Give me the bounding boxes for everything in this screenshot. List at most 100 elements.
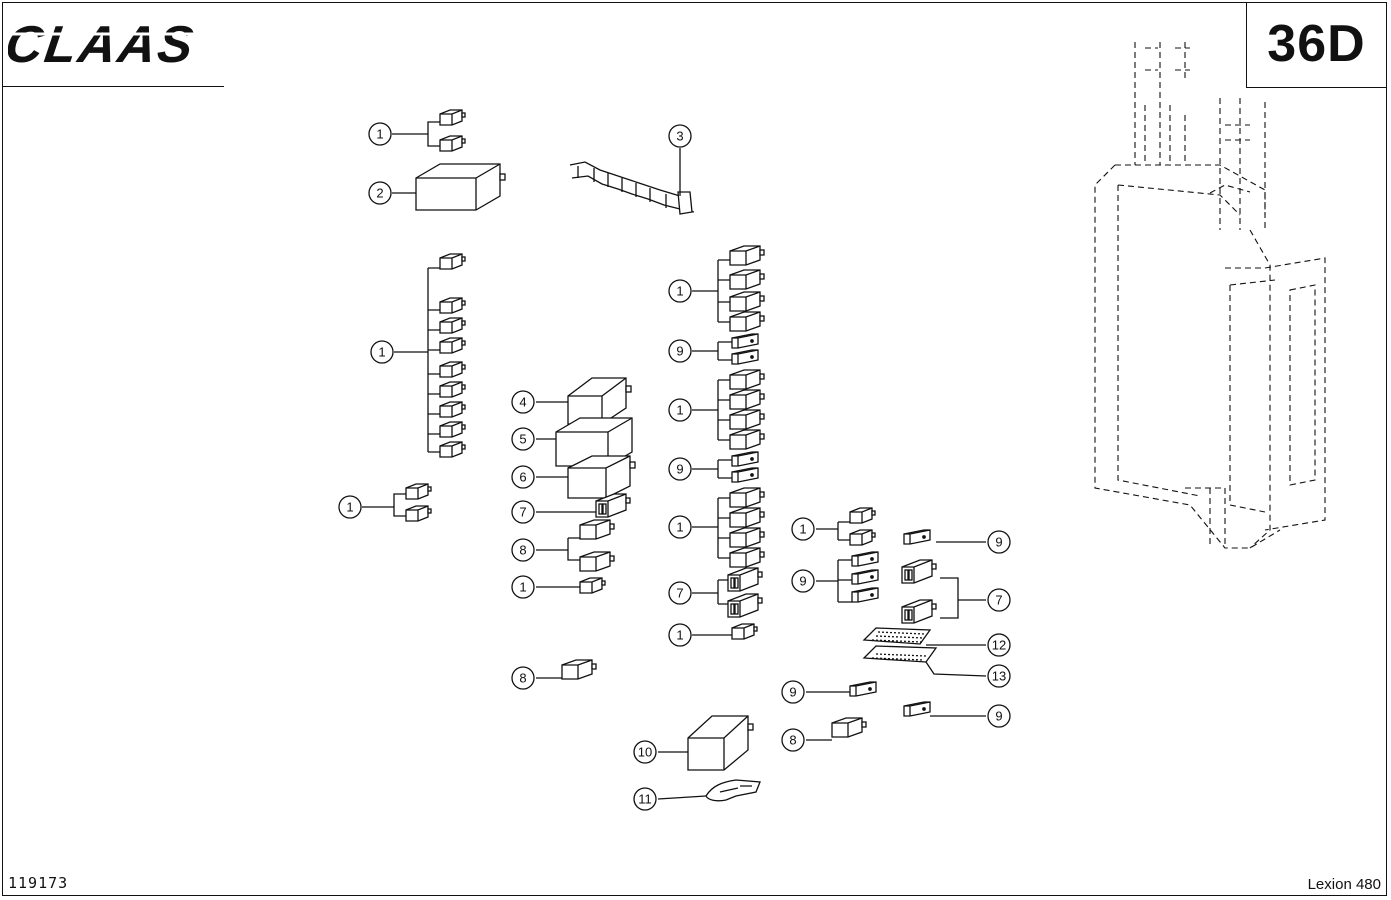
- relay-pair-left-bottom: [405, 483, 432, 522]
- page-code: 36D: [1267, 15, 1366, 73]
- callout-2: 2: [368, 181, 392, 205]
- callout-26: 12: [987, 633, 1011, 657]
- callout-circle: [781, 728, 805, 752]
- callout-12: 8: [511, 666, 535, 690]
- fuse-strip: [569, 161, 695, 215]
- callout-number: 9: [676, 462, 683, 477]
- callout-6: 4: [511, 390, 535, 414]
- callout-number: 9: [799, 574, 806, 589]
- callout-25: 7: [987, 588, 1011, 612]
- relay-large-2: [415, 163, 506, 211]
- callout-circle: [633, 787, 657, 811]
- label-plates: [862, 627, 938, 663]
- callout-19: 1: [668, 623, 692, 647]
- cable-tie-11: [705, 779, 761, 802]
- callout-number: 8: [519, 543, 526, 558]
- callout-number: 4: [519, 395, 526, 410]
- callout-27: 13: [987, 664, 1011, 688]
- callout-20: 10: [633, 740, 657, 764]
- relay-column-center: [717, 245, 765, 640]
- callout-circle: [668, 457, 692, 481]
- callout-circle: [987, 633, 1011, 657]
- callout-circle: [791, 517, 815, 541]
- callout-circle: [511, 575, 535, 599]
- callout-10: 8: [511, 538, 535, 562]
- callout-21: 11: [633, 787, 657, 811]
- svg-text:CLAAS: CLAAS: [8, 16, 199, 74]
- callout-5: 1: [338, 495, 362, 519]
- callout-number: 1: [676, 284, 683, 299]
- callout-1: 1: [368, 122, 392, 146]
- callout-circle: [668, 581, 692, 605]
- callout-number: 9: [995, 535, 1002, 550]
- callout-3: 3: [668, 124, 692, 148]
- callout-circle: [987, 530, 1011, 554]
- callout-number: 1: [346, 500, 353, 515]
- callout-number: 7: [995, 593, 1002, 608]
- callout-30: 9: [987, 704, 1011, 728]
- callout-28: 9: [781, 680, 805, 704]
- relay-pair-top: [439, 109, 466, 152]
- callout-16: 9: [668, 457, 692, 481]
- callout-29: 8: [781, 728, 805, 752]
- callout-circle: [668, 398, 692, 422]
- callout-number: 1: [676, 403, 683, 418]
- callout-circle: [338, 495, 362, 519]
- callout-15: 1: [668, 398, 692, 422]
- callout-circle: [511, 666, 535, 690]
- callout-8: 6: [511, 465, 535, 489]
- callout-number: 13: [992, 669, 1006, 684]
- callout-number: 9: [676, 344, 683, 359]
- callout-24: 9: [987, 530, 1011, 554]
- callout-number: 9: [789, 685, 796, 700]
- callout-number: 1: [676, 628, 683, 643]
- callout-number: 9: [995, 709, 1002, 724]
- callout-circle: [781, 680, 805, 704]
- callout-number: 1: [519, 580, 526, 595]
- callout-number: 8: [789, 733, 796, 748]
- leader-lines: [362, 121, 987, 800]
- callout-number: 1: [376, 127, 383, 142]
- machine-model: Lexion 480: [1307, 876, 1381, 893]
- fuse-box-outline: [1094, 42, 1326, 549]
- callout-number: 1: [676, 520, 683, 535]
- callout-number: 5: [519, 432, 526, 447]
- callout-circle: [987, 704, 1011, 728]
- page-code-box: [1246, 2, 1387, 88]
- callout-number: 7: [676, 586, 683, 601]
- callout-circle: [511, 390, 535, 414]
- callout-circle: [368, 181, 392, 205]
- relay-column-center-left: [555, 377, 636, 680]
- callout-circle: [668, 623, 692, 647]
- callout-18: 7: [668, 581, 692, 605]
- callout-circle: [668, 279, 692, 303]
- callout-number: 1: [799, 522, 806, 537]
- callout-11: 1: [511, 575, 535, 599]
- callout-number: 12: [992, 638, 1006, 653]
- callout-number: 3: [676, 129, 683, 144]
- callout-circle: [511, 427, 535, 451]
- callout-22: 1: [791, 517, 815, 541]
- callout-7: 5: [511, 427, 535, 451]
- callout-4: 1: [370, 340, 394, 364]
- callout-circle: [368, 122, 392, 146]
- callout-circle: [511, 500, 535, 524]
- relay-column-left: [427, 253, 466, 458]
- callout-circle: [370, 340, 394, 364]
- callout-circle: [791, 569, 815, 593]
- callout-number: 10: [638, 745, 652, 760]
- callout-circle: [633, 740, 657, 764]
- callout-13: 1: [668, 279, 692, 303]
- callout-number: 1: [378, 345, 385, 360]
- callout-number: 11: [638, 792, 652, 807]
- callout-circle: [987, 588, 1011, 612]
- callout-number: 7: [519, 505, 526, 520]
- document-number: 119173: [8, 874, 69, 892]
- relay-unit-10: [687, 715, 754, 771]
- callout-circle: [668, 339, 692, 363]
- callout-23: 9: [791, 569, 815, 593]
- callout-number: 2: [376, 186, 383, 201]
